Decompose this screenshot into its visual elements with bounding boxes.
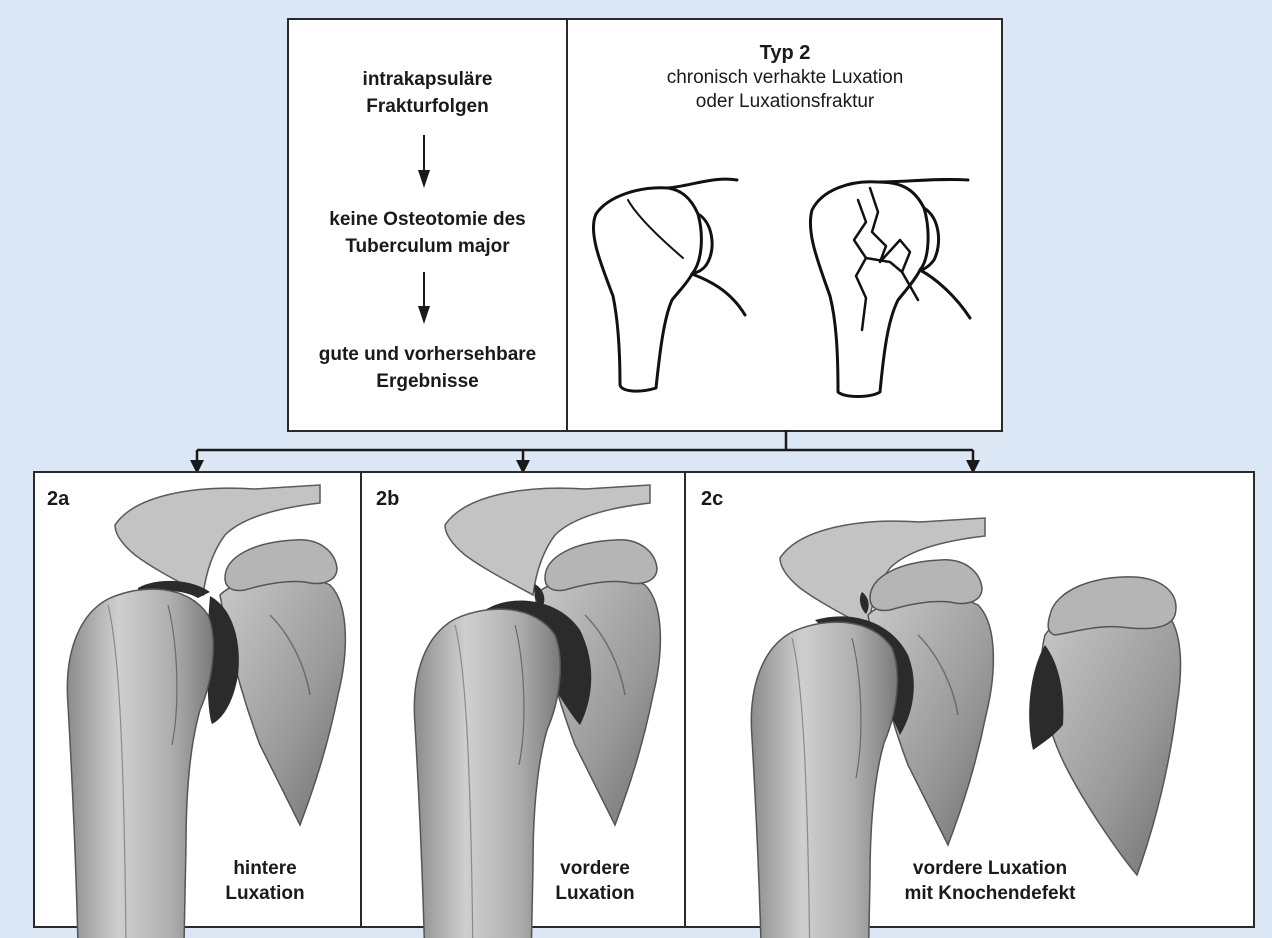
panel-2b-label-line2: Luxation [530, 881, 660, 906]
panel-2a-label-line1: hintere [200, 856, 330, 881]
panel-2a-label: hintere Luxation [200, 856, 330, 906]
panel-2c-label-line1: vordere Luxation [880, 856, 1100, 881]
panel-2c-label-line2: mit Knochendefekt [880, 881, 1100, 906]
shoulder-illustration-2a [60, 480, 360, 920]
scapula-bone-defect [1029, 577, 1180, 875]
panel-2b-label-line1: vordere [530, 856, 660, 881]
panel-2c-label: vordere Luxation mit Knochendefekt [880, 856, 1100, 906]
panel-2a-label-line2: Luxation [200, 881, 330, 906]
panel-2b-label: vordere Luxation [530, 856, 660, 906]
shoulder-illustration-2c [720, 480, 1240, 920]
shoulder-illustration-2b [385, 480, 685, 920]
